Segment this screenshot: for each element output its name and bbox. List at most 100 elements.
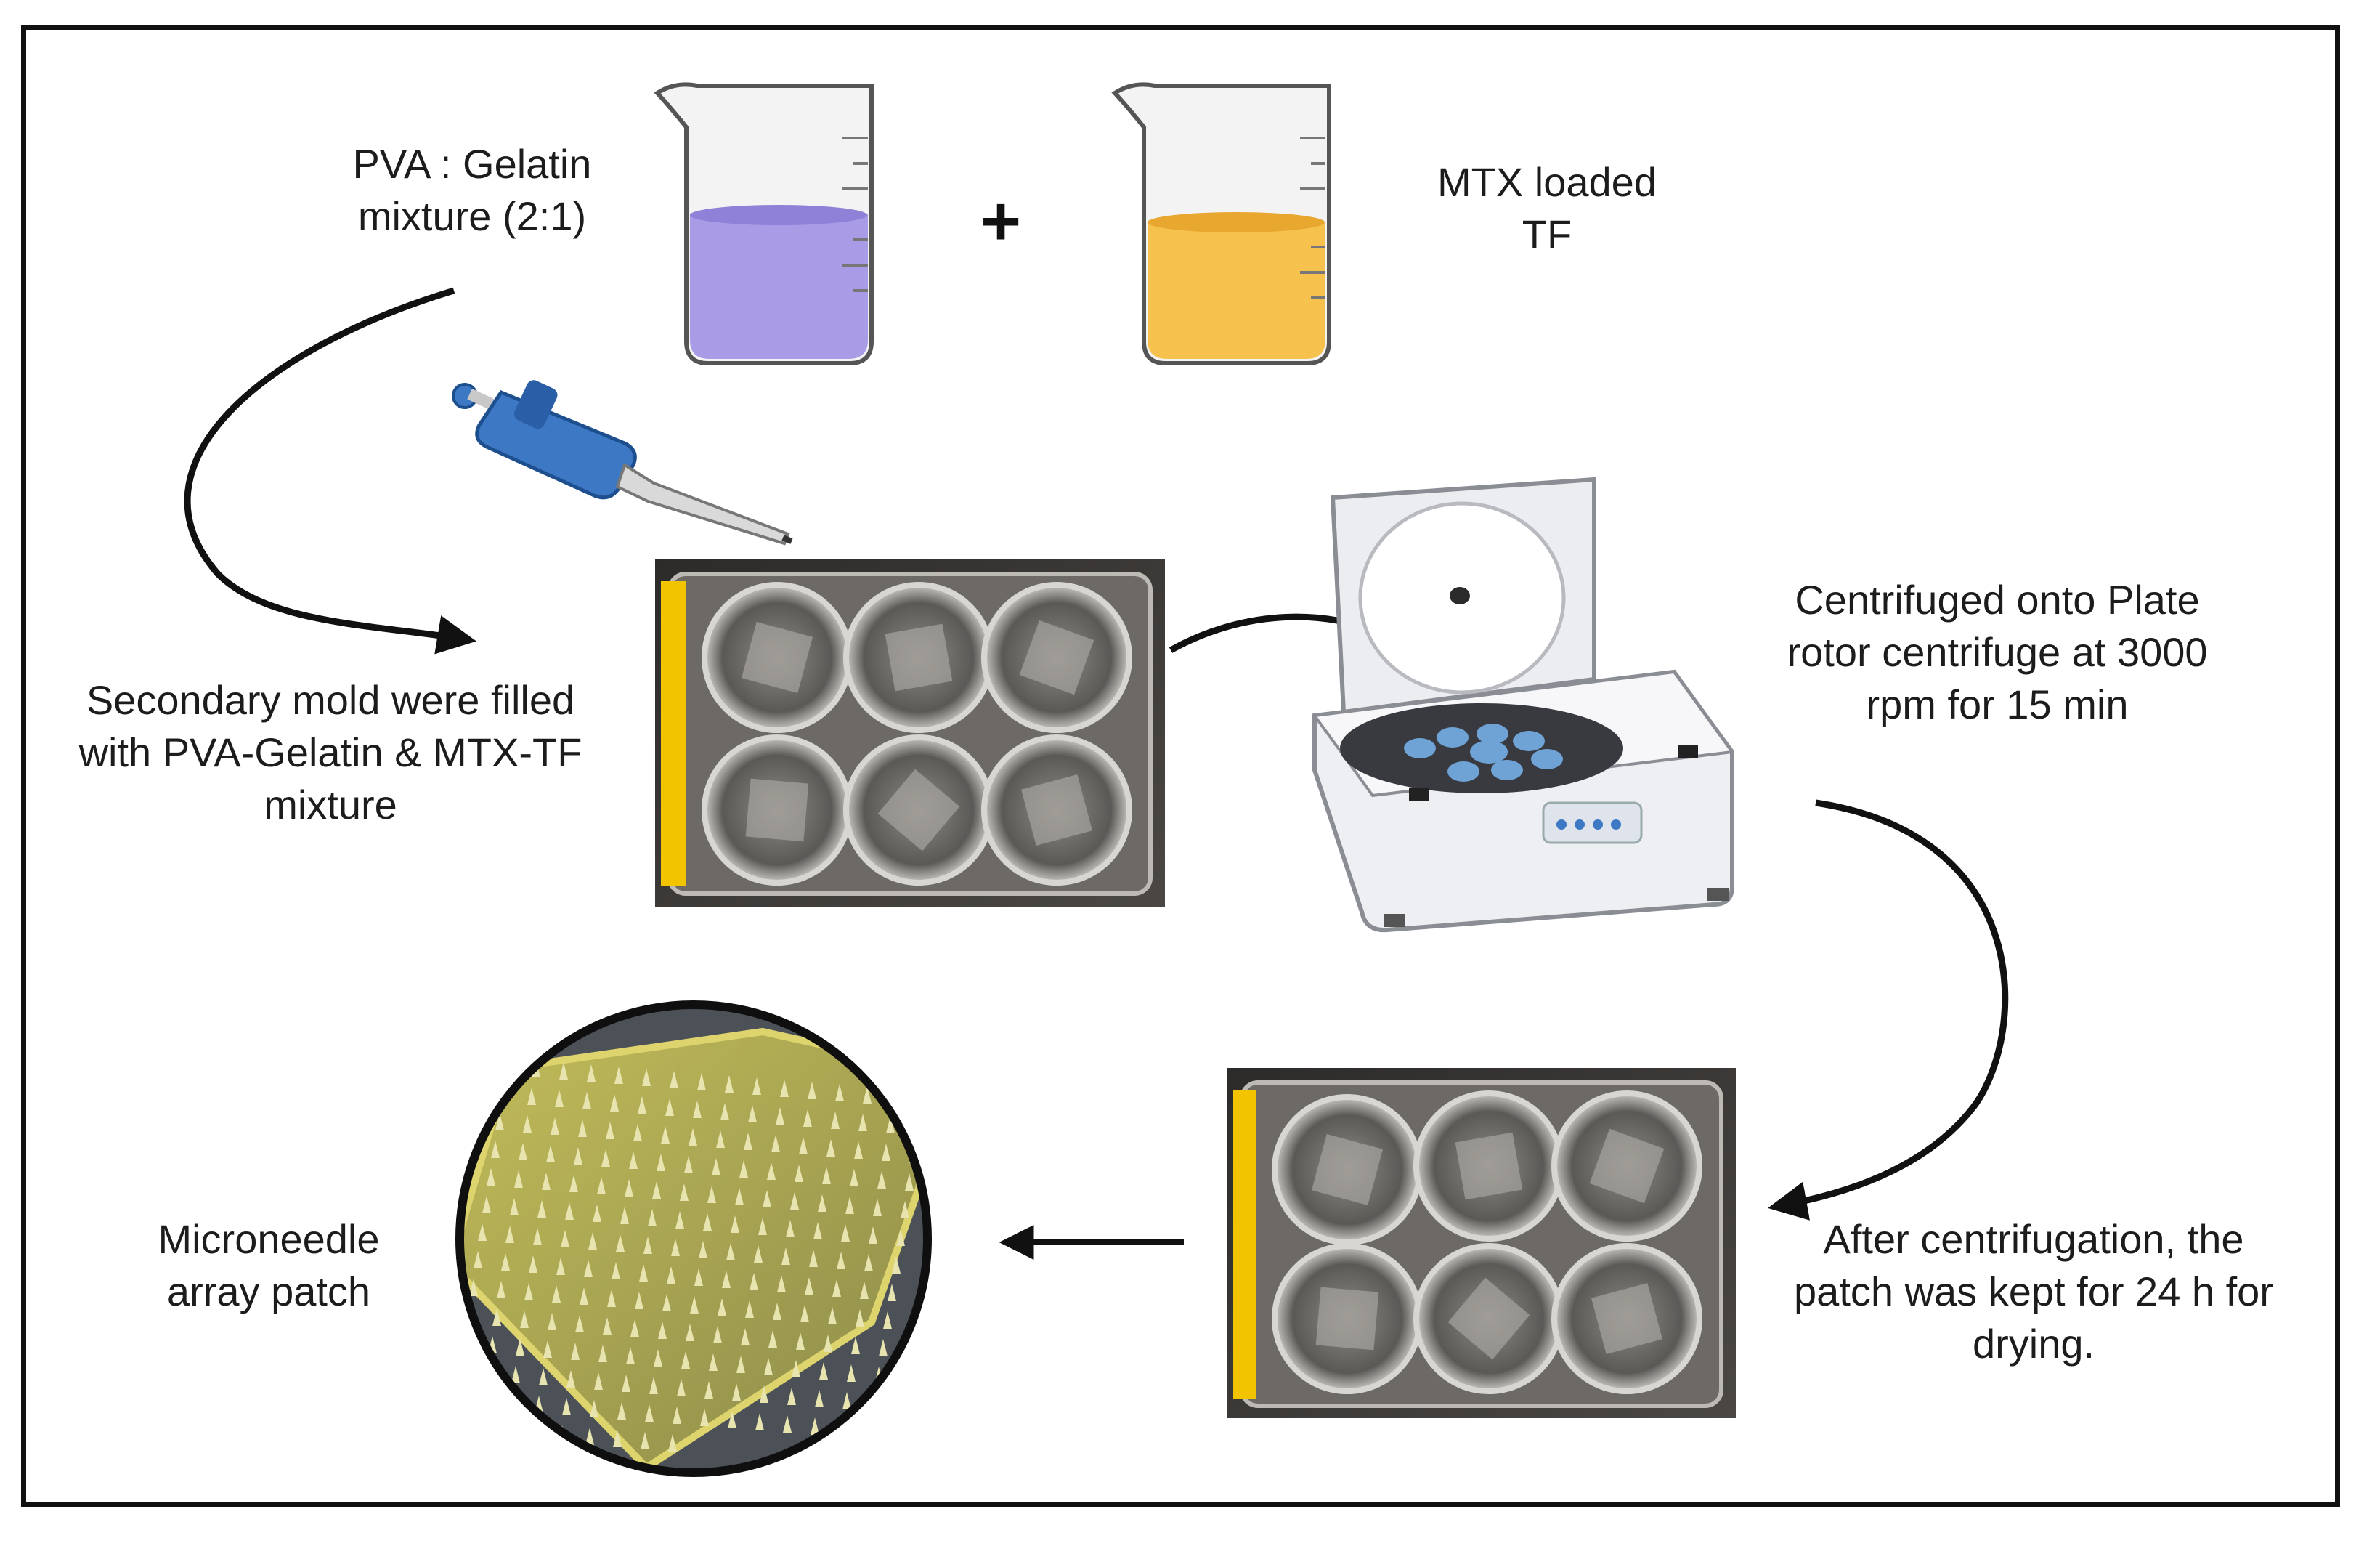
microneedle-tip xyxy=(569,1175,578,1192)
microneedle-tip xyxy=(837,1252,845,1269)
microneedle-tip xyxy=(501,1253,510,1271)
microneedle-tip xyxy=(781,1247,790,1265)
microneedle-tip xyxy=(890,1088,899,1106)
microneedle-tip xyxy=(562,1398,571,1415)
microneedle-tip xyxy=(507,1393,516,1411)
microneedle-tip xyxy=(497,1281,505,1298)
microneedle-tip xyxy=(680,1183,689,1201)
microneedle-tip xyxy=(811,1417,819,1435)
microneedle-tip xyxy=(712,1158,720,1175)
microneedle-tip xyxy=(469,1279,478,1296)
microneedle-tip xyxy=(918,1090,927,1108)
microneedle-tip xyxy=(668,1434,677,1452)
microneedle-tip xyxy=(530,1423,539,1441)
microneedle-tip xyxy=(661,1126,670,1144)
microneedle-tip xyxy=(606,1122,614,1139)
microneedle-tip xyxy=(537,1200,546,1218)
label-line: patch was kept for 24 h for xyxy=(1794,1268,2273,1314)
microneedle-tip xyxy=(745,1300,754,1318)
microneedle-tip xyxy=(758,1218,767,1235)
microneedle-tip xyxy=(720,1103,729,1120)
microneedle-tip xyxy=(613,1430,622,1447)
microneedle-tip xyxy=(667,1266,675,1284)
microneedle-tip xyxy=(673,1407,681,1424)
label-line: with PVA-Gelatin & MTX-TF xyxy=(78,729,582,775)
microneedle-tip xyxy=(529,1255,537,1273)
microneedle-tip xyxy=(709,1353,718,1371)
microneedle-tip xyxy=(641,1432,649,1449)
microneedle-tip xyxy=(882,1144,890,1161)
centrifuge-label: Centrifuged onto Plate rotor centrifuge … xyxy=(1743,574,2251,731)
microneedle-tip xyxy=(505,1226,514,1243)
microneedle-tip xyxy=(684,1156,693,1173)
pva-liquid xyxy=(690,209,868,359)
mtx-liquid xyxy=(1148,216,1325,359)
curve-arrow-left xyxy=(184,287,476,655)
microneedle-tip xyxy=(520,1311,529,1328)
microneedle-tip xyxy=(773,1303,781,1320)
microneedle-tip xyxy=(677,1379,686,1396)
microneedle-tip xyxy=(863,1086,872,1104)
microneedle-tip xyxy=(654,1349,662,1367)
microneedle-tip xyxy=(603,1317,612,1335)
microneedle-tip xyxy=(551,1117,559,1135)
microneedle-tip xyxy=(905,1173,914,1191)
microneedle-tip xyxy=(760,1385,768,1403)
microneedle-tip xyxy=(768,1330,777,1348)
microneedle-tip xyxy=(597,1177,606,1194)
microneedle-tip xyxy=(665,1098,674,1116)
microneedle-tip xyxy=(854,1141,863,1159)
microneedle-tip xyxy=(732,1383,741,1401)
microneedle-tip xyxy=(574,1147,582,1165)
microneedle-tip xyxy=(639,1264,648,1282)
microneedle-tip xyxy=(625,1179,633,1197)
microneedle-tip xyxy=(575,1315,584,1332)
microneedle-tip xyxy=(555,1090,564,1107)
microneedle-tip xyxy=(744,1133,752,1150)
microneedle-tip xyxy=(675,1211,684,1229)
microneedle-tip xyxy=(901,1201,909,1218)
microneedle-patch-image xyxy=(455,1000,932,1477)
microneedle-tip xyxy=(726,1243,735,1260)
microneedle-tip xyxy=(523,1115,532,1133)
label-line: MTX loaded xyxy=(1437,159,1657,205)
microneedle-tip xyxy=(587,1064,596,1082)
microneedle-tip xyxy=(752,1077,761,1095)
microneedle-tip xyxy=(824,1335,832,1352)
mtx-tf-label: MTX loaded TF xyxy=(1394,156,1699,261)
microneedle-tip xyxy=(690,1296,699,1314)
microneedle-tip xyxy=(783,1415,792,1433)
microneedle-tip xyxy=(697,1073,706,1090)
microneedle-tip xyxy=(542,1173,551,1190)
microneedle-tip xyxy=(492,1308,501,1326)
microneedle-tip xyxy=(856,1309,864,1327)
microneedle-tip xyxy=(561,1230,569,1247)
microneedle-tip xyxy=(652,1181,661,1199)
microneedle-tip xyxy=(510,1198,519,1215)
microneedle-tip xyxy=(750,1273,758,1290)
microneedle-tip xyxy=(704,1381,713,1399)
microneedle-tip xyxy=(851,1337,860,1354)
microneedle-tip xyxy=(527,1088,536,1105)
microneedle-tip xyxy=(598,1345,607,1362)
microneedle-tip xyxy=(689,1128,697,1146)
microneedle-tip xyxy=(566,1370,575,1388)
microneedle-tip xyxy=(786,1220,795,1237)
microneedle-tip xyxy=(657,1154,665,1171)
microneedle-tip xyxy=(681,1351,690,1369)
microneedle-tip xyxy=(841,1224,850,1242)
microneedle-tip xyxy=(548,1313,556,1330)
drying-label: After centrifugation, the patch was kept… xyxy=(1758,1213,2310,1370)
microneedle-tip xyxy=(725,1075,734,1093)
microneedle-label: Microneedle array patch xyxy=(123,1213,414,1318)
microneedle-tip xyxy=(826,1139,835,1157)
microneedle-tip xyxy=(847,1364,856,1382)
microneedle-tip xyxy=(491,1141,500,1158)
microneedle-tip xyxy=(803,1109,812,1127)
microneedle-tip xyxy=(495,1113,504,1130)
microneedle-tip xyxy=(860,1282,869,1299)
curve-arrow-right xyxy=(1768,799,2009,1221)
microneedle-tip xyxy=(739,1160,748,1178)
microneedle-tip xyxy=(616,1234,625,1252)
